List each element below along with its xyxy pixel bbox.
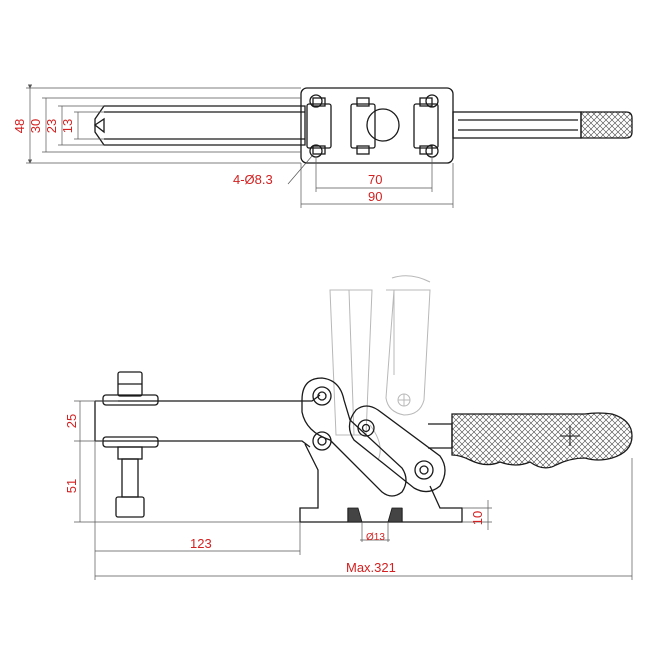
top-pivot-block-1 (306, 103, 332, 149)
dim-overall: Max.321 (346, 560, 396, 575)
ghost-arm-2 (385, 289, 431, 416)
pivot-pin-3 (357, 419, 375, 437)
handle-center-mark (560, 426, 580, 446)
top-handle-inner (458, 119, 578, 131)
dim-holes: 4-Ø8.3 (233, 172, 273, 187)
dim-90: 90 (368, 189, 382, 204)
top-center-pivot (366, 108, 400, 142)
top-pivot-block-2 (350, 103, 376, 149)
ext-lines-48 (26, 87, 301, 164)
pivot-pin-2 (312, 431, 332, 451)
ghost-pivot-cross (398, 394, 410, 406)
pivot-pin-2-inner (317, 436, 327, 446)
ext-lines-70 (315, 157, 433, 192)
top-nut-2a (356, 97, 370, 107)
side-view: 25 51 10 Ø13 123 Max.321 (64, 275, 633, 580)
top-nut-3a (419, 97, 433, 107)
ext-lines-90 (300, 163, 454, 208)
handle-grip (451, 412, 633, 469)
mount-hole-3 (425, 94, 439, 108)
mount-hole-2 (309, 144, 323, 158)
base-bore-hatch (347, 507, 403, 523)
dim-25: 25 (64, 414, 79, 428)
top-nut-1b (312, 145, 326, 155)
clamp-arm (95, 394, 321, 448)
dim-line-bore (360, 522, 390, 542)
ghost-link (369, 424, 381, 461)
dim-30: 30 (28, 119, 43, 133)
bottom-nut (117, 446, 143, 460)
top-base-plate (300, 87, 454, 164)
ext-lines-123 (94, 441, 301, 580)
spindle-rod (121, 458, 139, 498)
ext-lines-13 (74, 111, 104, 140)
spindle-tip (115, 496, 145, 518)
top-arm-tip (93, 117, 105, 134)
dim-23: 23 (44, 119, 59, 133)
dim-bore: Ø13 (366, 532, 385, 543)
ext-lines-25 (74, 400, 118, 442)
top-handle-grip (580, 111, 633, 139)
ext-lines-30 (42, 97, 301, 153)
pivot-pin-3-inner (361, 423, 371, 433)
top-washer (102, 394, 159, 406)
dim-70: 70 (368, 172, 382, 187)
pivot-pin-1 (312, 386, 332, 406)
top-view: 48 30 23 13 4-Ø8.3 70 90 (12, 84, 633, 208)
top-nut-3b (419, 145, 433, 155)
top-nut-2b (356, 145, 370, 155)
dim-51: 51 (64, 479, 79, 493)
pivot-pin-1-inner (317, 391, 327, 401)
dim-10: 10 (470, 511, 485, 525)
ext-lines-23 (58, 105, 104, 146)
handle-link (348, 405, 446, 493)
top-pivot-block-3 (413, 103, 439, 149)
dim-123: 123 (190, 536, 212, 551)
bottom-washer (102, 436, 159, 448)
body-outline (299, 443, 463, 523)
pivot-pin-4 (414, 460, 434, 480)
dim-13: 13 (60, 119, 75, 133)
dim-48: 48 (12, 119, 27, 133)
mount-hole-1 (309, 94, 323, 108)
handle-collar (428, 423, 453, 449)
hole-leader (287, 155, 313, 185)
ghost-arm-top-curve (391, 275, 431, 283)
dim-line-10 (462, 500, 492, 530)
top-handle-shaft (452, 111, 582, 139)
ghost-arm-1-center (348, 289, 355, 436)
top-arm-inner-lines (104, 111, 305, 140)
pivot-pin-4-inner (419, 465, 429, 475)
top-nut-1a (312, 97, 326, 107)
